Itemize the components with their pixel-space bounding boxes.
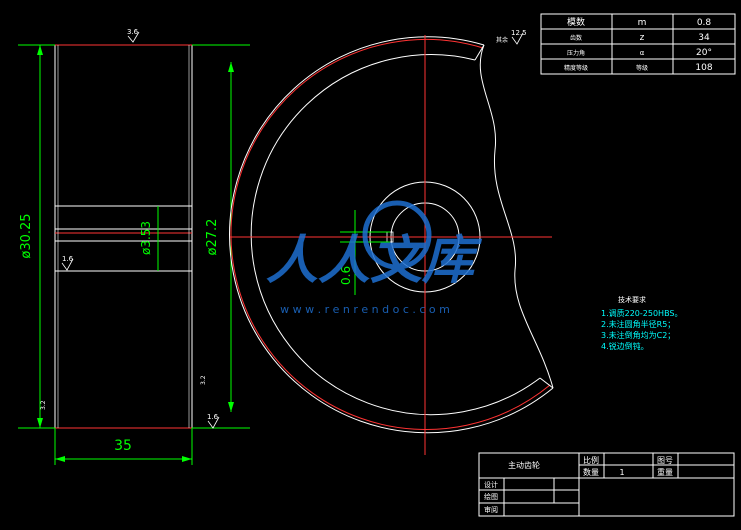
roughness-left-text: 3.2 bbox=[40, 400, 47, 410]
draw-label: 绘图 bbox=[484, 492, 498, 501]
outer-arc bbox=[229, 36, 554, 434]
weight-label: 重量 bbox=[657, 467, 673, 477]
break-edge-bottom bbox=[539, 377, 554, 389]
addendum-arc bbox=[230, 38, 551, 430]
inner-dia-text: ø27.2 bbox=[205, 219, 220, 256]
param-value-1: 34 bbox=[698, 33, 710, 43]
qty-value: 1 bbox=[619, 468, 624, 477]
arrow-right bbox=[182, 456, 192, 462]
param-value-3: 108 bbox=[695, 63, 712, 73]
part-name: 主动齿轮 bbox=[508, 460, 540, 470]
tech-title: 技术要求 bbox=[618, 295, 646, 304]
rest-roughness-symbol bbox=[511, 32, 524, 45]
arrow-left bbox=[55, 456, 65, 462]
param-name-3: 精度等级 bbox=[564, 64, 588, 72]
param-symbol-0: m bbox=[638, 18, 647, 28]
roughness-side-text: 1.6 bbox=[62, 255, 74, 263]
side-view: 0.6 其余 12.5 bbox=[229, 29, 554, 455]
scale-label: 比例 bbox=[583, 455, 599, 465]
gear-section-outline bbox=[54, 44, 193, 429]
arrow-up-2 bbox=[228, 62, 234, 72]
qty-label: 数量 bbox=[583, 467, 599, 477]
tech-item-1: 1.调质220-250HBS。 bbox=[601, 308, 683, 318]
arrow-up bbox=[37, 45, 43, 55]
break-edge-top bbox=[474, 44, 485, 61]
roughness-top-text: 3.6 bbox=[127, 28, 139, 36]
tech-requirements: 技术要求 1.调质220-250HBS。 2.未注圆角半径R5； 3.未注倒角均… bbox=[601, 295, 683, 351]
title-block: 主动齿轮 比例 图号 数量 1 重量 设计 绘图 审阅 bbox=[478, 452, 735, 517]
param-symbol-1: z bbox=[640, 33, 645, 43]
param-name-0: 模数 bbox=[567, 16, 585, 28]
review-label: 审阅 bbox=[484, 505, 498, 514]
tech-item-4: 4.锐边倒钝。 bbox=[601, 341, 649, 351]
rest-label: 其余 bbox=[496, 36, 508, 44]
roughness-side-symbol bbox=[61, 258, 74, 271]
watermark-url: w w w . r e n r e n d o c . c o m bbox=[280, 303, 450, 316]
param-value-0: 0.8 bbox=[697, 18, 712, 28]
roughness-top-symbol bbox=[127, 31, 140, 43]
drawing-no-label: 图号 bbox=[657, 456, 673, 465]
params-table: 模数 m 0.8 齿数 z 34 压力角 α 20° 精度等级 等级 108 bbox=[540, 13, 736, 75]
keyway-text: 0.6 bbox=[339, 266, 353, 285]
arrow-down bbox=[37, 418, 43, 428]
root-arc bbox=[250, 54, 541, 416]
title-block-frame bbox=[478, 452, 735, 517]
section-view: ø30.25 ø3.53 ø27.2 35 3.6 1.6 1.6 3.2 3.… bbox=[18, 28, 250, 465]
watermark-text: 人人文库 bbox=[266, 231, 483, 291]
roughness-right-text: 3.2 bbox=[200, 375, 207, 385]
param-symbol-2: α bbox=[640, 49, 645, 57]
mid-dia-text: ø3.53 bbox=[139, 221, 153, 255]
param-symbol-3: 等级 bbox=[636, 64, 648, 72]
arrow-down-2 bbox=[228, 402, 234, 412]
param-value-2: 20° bbox=[696, 48, 712, 58]
tech-item-3: 3.未注倒角均为C2； bbox=[601, 330, 675, 340]
rest-value: 12.5 bbox=[511, 29, 527, 37]
param-name-1: 齿数 bbox=[570, 34, 582, 42]
watermark-logo bbox=[362, 200, 432, 270]
outer-dia-text: ø30.25 bbox=[19, 213, 34, 258]
width-text: 35 bbox=[114, 438, 132, 454]
break-line bbox=[479, 44, 554, 389]
param-name-2: 压力角 bbox=[567, 49, 585, 57]
design-label: 设计 bbox=[484, 480, 498, 489]
roughness-bottom-text: 1.6 bbox=[207, 413, 219, 421]
tech-item-2: 2.未注圆角半径R5； bbox=[601, 319, 675, 329]
roughness-bottom-symbol bbox=[207, 416, 220, 429]
watermark: 人人文库 w w w . r e n r e n d o c . c o m bbox=[266, 200, 483, 316]
